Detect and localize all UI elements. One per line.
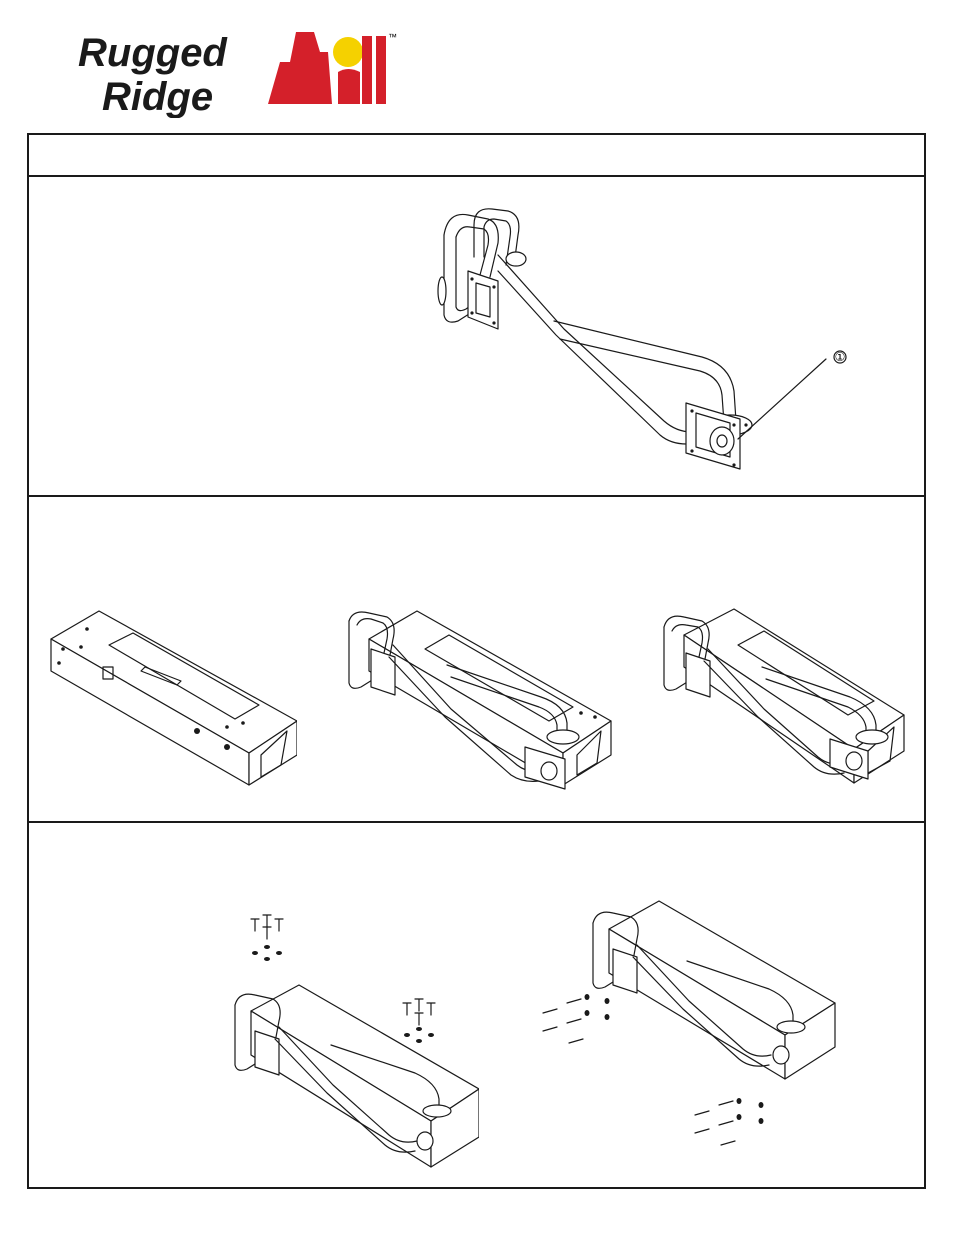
bolt-group-bottom: [695, 1098, 764, 1145]
logo-mountain-icon: [268, 32, 332, 104]
hardware-section: [29, 823, 924, 1187]
logo-bar-icon: [362, 36, 372, 104]
logo-bar-icon: [376, 36, 386, 104]
bolt-group-top: [251, 915, 283, 961]
bumper-illustration: [47, 605, 297, 795]
instruction-frame: ①: [27, 133, 926, 1189]
bolt-group-right: [403, 999, 435, 1043]
bumper-with-bar-angled-illustration: [654, 605, 914, 795]
parts-section: ①: [29, 177, 924, 497]
logo-trademark: ™: [388, 32, 397, 42]
logo-base-icon: [338, 69, 360, 104]
logo-sun-icon: [333, 37, 363, 67]
callout-number: ①: [835, 350, 846, 364]
logo-line1: Rugged: [78, 31, 228, 75]
bolt-group-left: [543, 994, 610, 1043]
rugged-ridge-logo: Rugged Ridge ™: [76, 26, 416, 118]
bolt-install-top-illustration: [219, 909, 479, 1179]
bolt-install-side-illustration: [509, 879, 839, 1179]
logo-line2: Ridge: [102, 75, 213, 118]
title-bar: [29, 135, 924, 177]
bumper-with-bar-illustration: [329, 605, 619, 795]
tube-bar-illustration: ①: [404, 195, 854, 475]
assembly-steps-section: [29, 497, 924, 823]
